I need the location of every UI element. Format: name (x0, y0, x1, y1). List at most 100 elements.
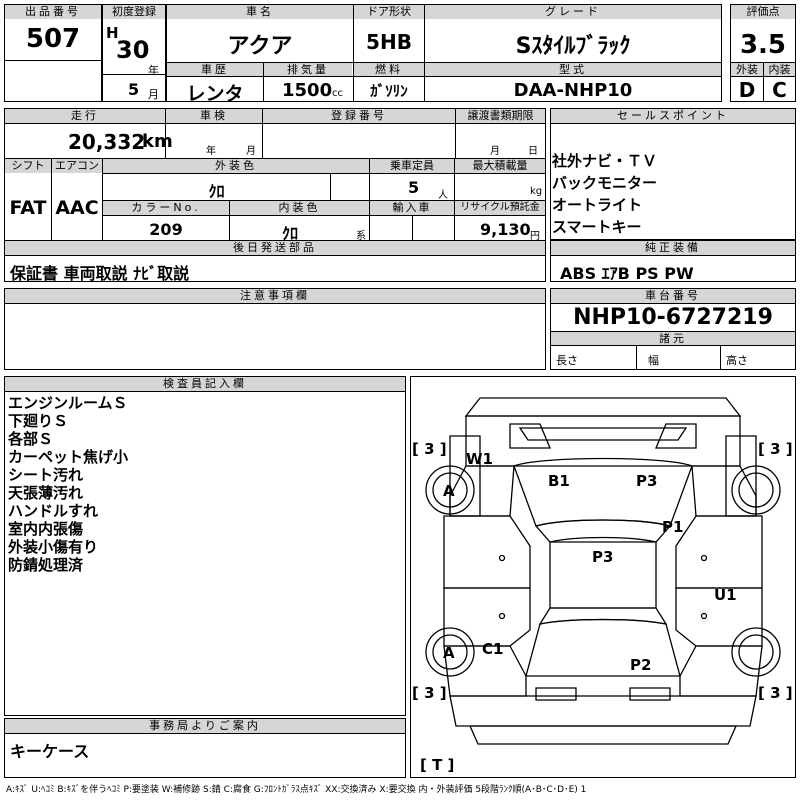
color-number: 209 (149, 220, 183, 239)
seats: 5 (408, 178, 420, 197)
transfer-label: 譲渡書類期限 (456, 109, 545, 123)
recycle-label: リサイクル預託金 (455, 201, 545, 215)
mark-u1: U1 (714, 586, 737, 604)
spare-tire: [ T ] (420, 756, 455, 774)
inspection-month-unit: 月 (246, 146, 256, 157)
car-diagram (425, 397, 781, 745)
fuel: ｶﾞｿﾘﾝ (370, 82, 408, 100)
interior-grade: C (772, 78, 787, 102)
interior-color-unit: 系 (356, 231, 366, 242)
displacement: 1500 (282, 80, 333, 101)
score-label: 評価点 (731, 5, 795, 19)
chassis-box (550, 288, 796, 370)
history-label: 車歴 (167, 63, 263, 76)
inspector-notes: エンジンルームＳ 下廻りＳ 各部Ｓ カーペット焦げ小 シート汚れ 天張薄汚れ ハ… (8, 394, 129, 574)
shift: FAT (9, 197, 47, 219)
registration-box (102, 4, 166, 102)
chassis-number: NHP10-6727219 (573, 305, 773, 330)
office-text: キーケース (10, 742, 90, 761)
later-parts-label: 後日発送部品 (5, 241, 545, 255)
dims-label: 諸元 (551, 332, 795, 345)
mark-p3-mid: P3 (592, 548, 614, 566)
seats-label: 乗車定員 (370, 159, 454, 173)
model: DAA-NHP10 (513, 80, 633, 101)
mark-p2: P2 (630, 656, 652, 674)
interior-color: ｸﾛ (281, 224, 298, 243)
mark-b1: B1 (548, 472, 570, 490)
shift-label: シフト (5, 159, 51, 173)
grade: Sｽﾀｲﾙﾌﾞﾗｯｸ (515, 34, 631, 59)
tire-rear-right: [ 3 ] (758, 684, 793, 702)
seats-unit: 人 (438, 190, 448, 201)
exterior-color: ｸﾛ (208, 182, 225, 201)
reg-month: 5 (128, 80, 140, 99)
load-label: 最大積載量 (455, 159, 545, 173)
equipment-label: 純正装備 (551, 241, 795, 255)
car-diagram-box (410, 376, 796, 778)
score: 3.5 (739, 30, 787, 60)
tire-front-left: [ 3 ] (412, 440, 447, 458)
inspector-label: 検査員記入欄 (5, 377, 405, 391)
car-info-box (166, 4, 722, 102)
recycle-fee: 9,130 (480, 220, 531, 239)
mileage: 20,332 (68, 130, 146, 154)
door-label: ドア形状 (354, 5, 424, 19)
fuel-label: 燃料 (354, 63, 424, 76)
inspection-label: 車検 (166, 109, 262, 123)
displacement-unit: cc (332, 88, 343, 99)
inspection-year-unit: 年 (206, 146, 216, 157)
transfer-day-unit: 日 (528, 146, 538, 157)
office-box (4, 718, 406, 778)
load-unit: kg (530, 186, 543, 197)
import-label: 輸入車 (370, 201, 454, 215)
exterior-label: 外装 (731, 63, 763, 76)
mileage-unit: km (142, 131, 173, 152)
notes-label: 注意事項欄 (5, 289, 545, 303)
inspector-box (4, 376, 406, 716)
transfer-month-unit: 月 (490, 146, 500, 157)
mark-w1: W1 (466, 450, 493, 468)
height-label: 高さ (726, 354, 748, 367)
exterior-grade: D (738, 78, 756, 102)
displacement-label: 排気量 (264, 63, 352, 76)
reg-year: 30 (116, 36, 150, 64)
color-label: 外装色 (103, 159, 369, 173)
model-label: 型式 (425, 63, 721, 76)
ac-label: エアコン (52, 159, 102, 173)
lot-box (4, 4, 102, 102)
mark-c1: C1 (482, 640, 504, 658)
later-parts: 保証書 車両取説 ﾅﾋﾞ取説 (10, 264, 190, 283)
mark-a-rear: A (443, 644, 455, 662)
tire-front-right: [ 3 ] (758, 440, 793, 458)
car-name: アクア (227, 34, 293, 59)
plate-label: 登録番号 (263, 109, 455, 123)
length-label: 長さ (556, 354, 578, 367)
equipment-box (550, 240, 796, 282)
width-label: 幅 (648, 354, 659, 367)
mark-a-front: A (443, 482, 455, 500)
chassis-label: 車台番号 (551, 289, 795, 303)
recycle-unit: 円 (530, 231, 540, 242)
mileage-label: 走行 (5, 109, 165, 123)
era: H (106, 24, 119, 42)
sales-point-box (550, 108, 796, 240)
sales-points: 社外ナビ・ＴＶ バックモニター オートライト スマートキー (552, 152, 658, 236)
mark-p3-top: P3 (636, 472, 658, 490)
vehicle-detail-box (4, 108, 546, 282)
int-color-label: 内装色 (230, 201, 369, 215)
office-label: 事務局よりご案内 (5, 719, 405, 733)
color-no-label: カラーNo. (103, 201, 229, 215)
legend: A:ｷｽﾞ U:ﾍｺﾐ B:ｷｽﾞを伴うﾍｺﾐ P:要塗装 W:補修跡 S:錆 … (6, 785, 587, 795)
lot-number: 507 (25, 24, 81, 54)
lot-label: 出品番号 (5, 5, 101, 19)
door-type: 5HB (366, 30, 412, 54)
registration-label: 初度登録 (103, 5, 165, 19)
sales-point-label: セールスポイント (551, 109, 795, 123)
history: レンタ (186, 83, 244, 105)
grade-label: グレード (425, 5, 721, 19)
mark-p1: P1 (662, 518, 684, 536)
reg-month-unit: 月 (148, 88, 159, 101)
ac: AAC (55, 197, 99, 219)
notes-box (4, 288, 546, 370)
tire-rear-left: [ 3 ] (412, 684, 447, 702)
